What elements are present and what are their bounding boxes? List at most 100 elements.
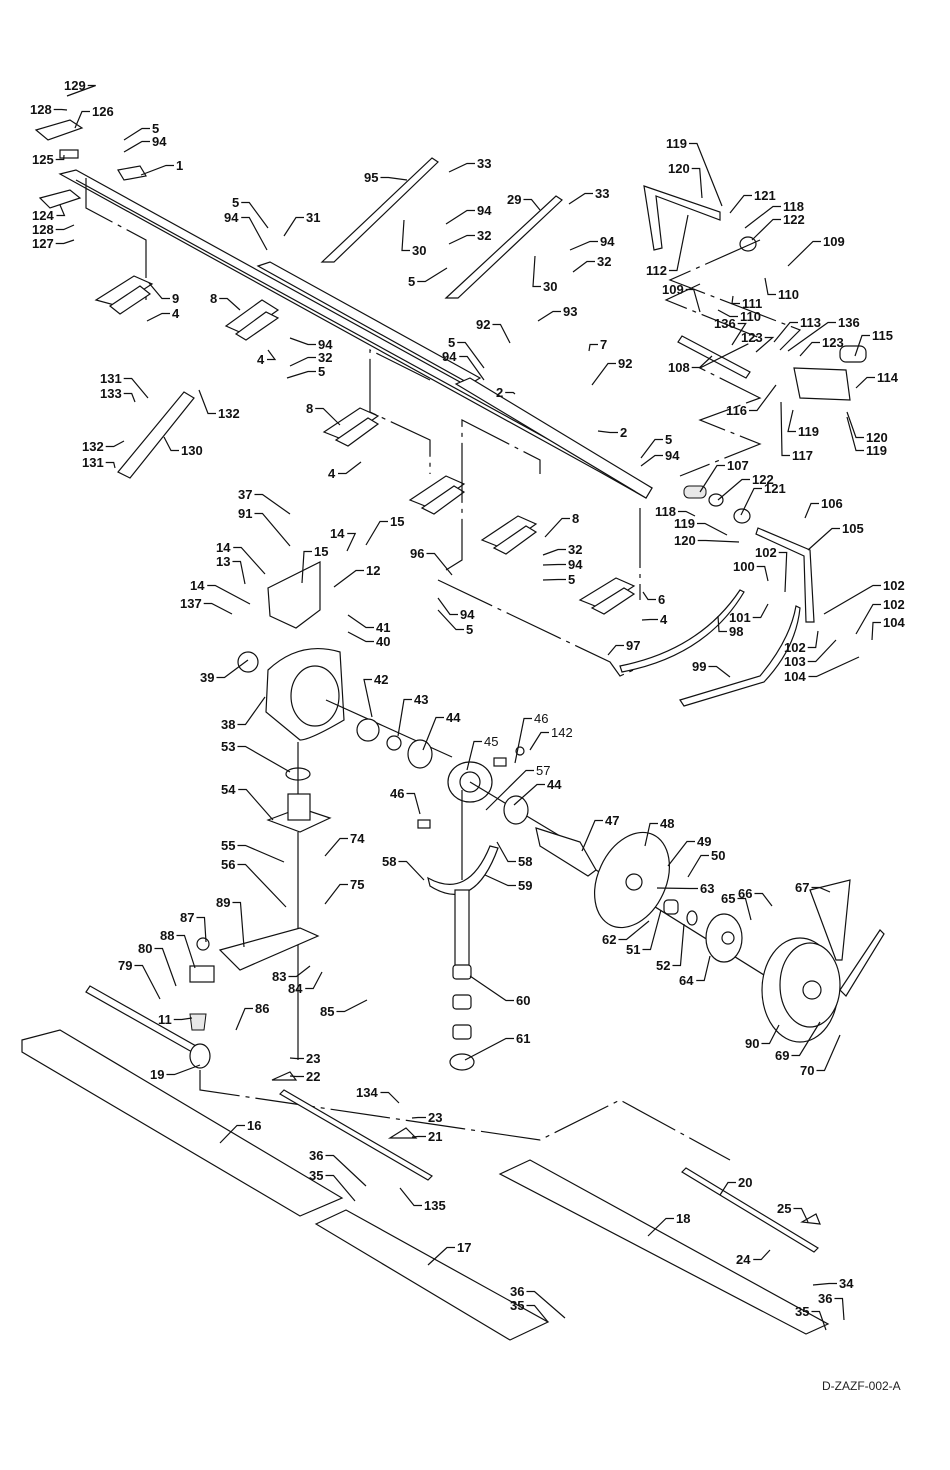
callout-131: 131 xyxy=(82,455,116,470)
callout-123: 123 xyxy=(741,330,775,353)
leader-line xyxy=(731,295,740,305)
callout-32: 32 xyxy=(572,254,611,273)
bearing-60-c xyxy=(452,1024,472,1040)
callout-120: 120 xyxy=(668,161,703,199)
callout-label: 31 xyxy=(306,210,320,225)
callout-111: 111 xyxy=(731,295,762,311)
floor-plate-17 xyxy=(314,1209,550,1341)
callout-58: 58 xyxy=(382,854,425,881)
support-bracket-130 xyxy=(117,391,195,479)
callout-128: 128 xyxy=(32,222,75,237)
leader-line xyxy=(254,493,291,515)
leader-line xyxy=(406,792,421,815)
leader-line xyxy=(672,923,685,967)
callout-46: 46 xyxy=(390,786,421,815)
callout-114: 114 xyxy=(855,370,899,389)
callout-label: 98 xyxy=(729,624,743,639)
boot-11 xyxy=(189,1013,207,1031)
callout-label: 66 xyxy=(738,886,752,901)
callout-label: 2 xyxy=(496,385,503,400)
callout-92: 92 xyxy=(476,317,511,344)
callout-label: 12 xyxy=(366,563,380,578)
callout-40: 40 xyxy=(347,631,390,649)
callout-126: 126 xyxy=(74,104,114,129)
leader-line xyxy=(333,569,364,588)
callout-label: 137 xyxy=(180,596,202,611)
drawing-id: D-ZAZF-002-A xyxy=(822,1379,901,1393)
seal-61 xyxy=(449,1053,475,1071)
callout-label: 113 xyxy=(800,315,821,330)
callout-label: 36 xyxy=(309,1148,323,1163)
leader-line xyxy=(325,1174,356,1202)
callout-11: 11 xyxy=(158,1012,193,1027)
callout-19: 19 xyxy=(150,1064,201,1082)
callout-4: 4 xyxy=(328,461,362,481)
leader-line xyxy=(286,370,316,379)
callout-124: 124 xyxy=(32,204,66,223)
leader-line xyxy=(729,194,752,214)
callout-30: 30 xyxy=(532,255,557,294)
shaft-108 xyxy=(677,335,751,379)
callout-69: 69 xyxy=(775,1021,821,1063)
leader-line xyxy=(363,678,373,718)
leader-line xyxy=(66,84,96,97)
callout-54: 54 xyxy=(221,782,274,821)
leader-line xyxy=(324,883,348,905)
callout-label: 24 xyxy=(736,1252,751,1267)
leader-line xyxy=(123,140,150,153)
callout-136: 136 xyxy=(787,315,860,352)
callout-70: 70 xyxy=(800,1034,841,1078)
leader-line xyxy=(380,176,408,181)
callout-label: 121 xyxy=(764,481,786,496)
leader-line xyxy=(597,430,618,434)
leader-line xyxy=(642,909,662,951)
callout-label: 75 xyxy=(350,877,364,892)
callout-label: 94 xyxy=(477,203,492,218)
leader-line xyxy=(717,309,738,318)
callout-58: 58 xyxy=(496,841,532,869)
callout-101: 101 xyxy=(729,603,769,625)
callout-115: 115 xyxy=(854,328,893,357)
callout-119: 119 xyxy=(846,416,887,458)
callout-label: 8 xyxy=(572,511,579,526)
callout-label: 54 xyxy=(221,782,236,797)
callout-label: 136 xyxy=(838,315,860,330)
belt-67 xyxy=(809,879,851,961)
floor-plate-18 xyxy=(498,1159,830,1335)
callout-label: 59 xyxy=(518,878,532,893)
callout-17: 17 xyxy=(427,1240,471,1266)
callout-label: 121 xyxy=(754,188,776,203)
callout-127: 127 xyxy=(32,236,75,251)
leader-line xyxy=(591,362,616,386)
yoke-59 xyxy=(427,845,499,895)
callout-label: 33 xyxy=(595,186,609,201)
callout-74: 74 xyxy=(324,831,365,857)
callout-123: 123 xyxy=(799,335,844,357)
callout-5: 5 xyxy=(286,364,325,379)
callout-41: 41 xyxy=(347,614,390,635)
callout-label: 50 xyxy=(711,848,725,863)
callout-label: 89 xyxy=(216,895,230,910)
callout-32: 32 xyxy=(448,228,491,245)
callout-13: 13 xyxy=(216,554,246,585)
callout-label: 123 xyxy=(741,330,763,345)
leader-line xyxy=(55,239,75,245)
callout-label: 41 xyxy=(376,620,390,635)
guard-8-c xyxy=(408,475,466,515)
callout-label: 18 xyxy=(676,1211,690,1226)
callout-134: 134 xyxy=(356,1085,400,1104)
callout-label: 22 xyxy=(306,1069,320,1084)
leader-line xyxy=(241,201,269,229)
callout-label: 85 xyxy=(320,1004,334,1019)
leader-line xyxy=(752,603,769,619)
leader-line xyxy=(325,1154,367,1187)
callout-label: 103 xyxy=(784,654,806,669)
gearbox-mount-bracket-12 xyxy=(267,561,321,629)
callout-24: 24 xyxy=(736,1249,771,1267)
callout-label: 104 xyxy=(784,669,806,684)
callout-92: 92 xyxy=(591,356,632,386)
leader-line xyxy=(466,740,482,771)
callout-67: 67 xyxy=(795,880,831,895)
leader-line xyxy=(146,312,170,322)
